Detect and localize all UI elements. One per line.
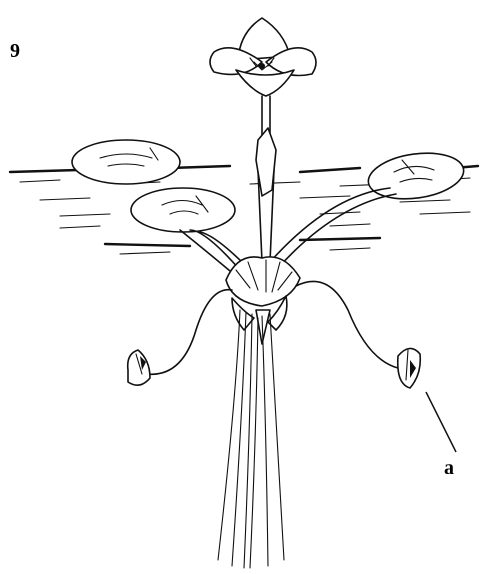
floating-leaf-left — [72, 140, 180, 184]
stolon-left — [128, 290, 232, 386]
stolon-right — [296, 281, 420, 388]
roots — [218, 310, 284, 568]
flower — [210, 18, 316, 96]
floating-leaf-right — [365, 148, 466, 205]
floating-leaf-center — [131, 188, 235, 232]
callout-a-leader-line — [426, 392, 456, 452]
callout-a-label: a — [444, 458, 454, 478]
figure-number: 9 — [10, 41, 20, 61]
flower-stalk — [256, 96, 276, 262]
